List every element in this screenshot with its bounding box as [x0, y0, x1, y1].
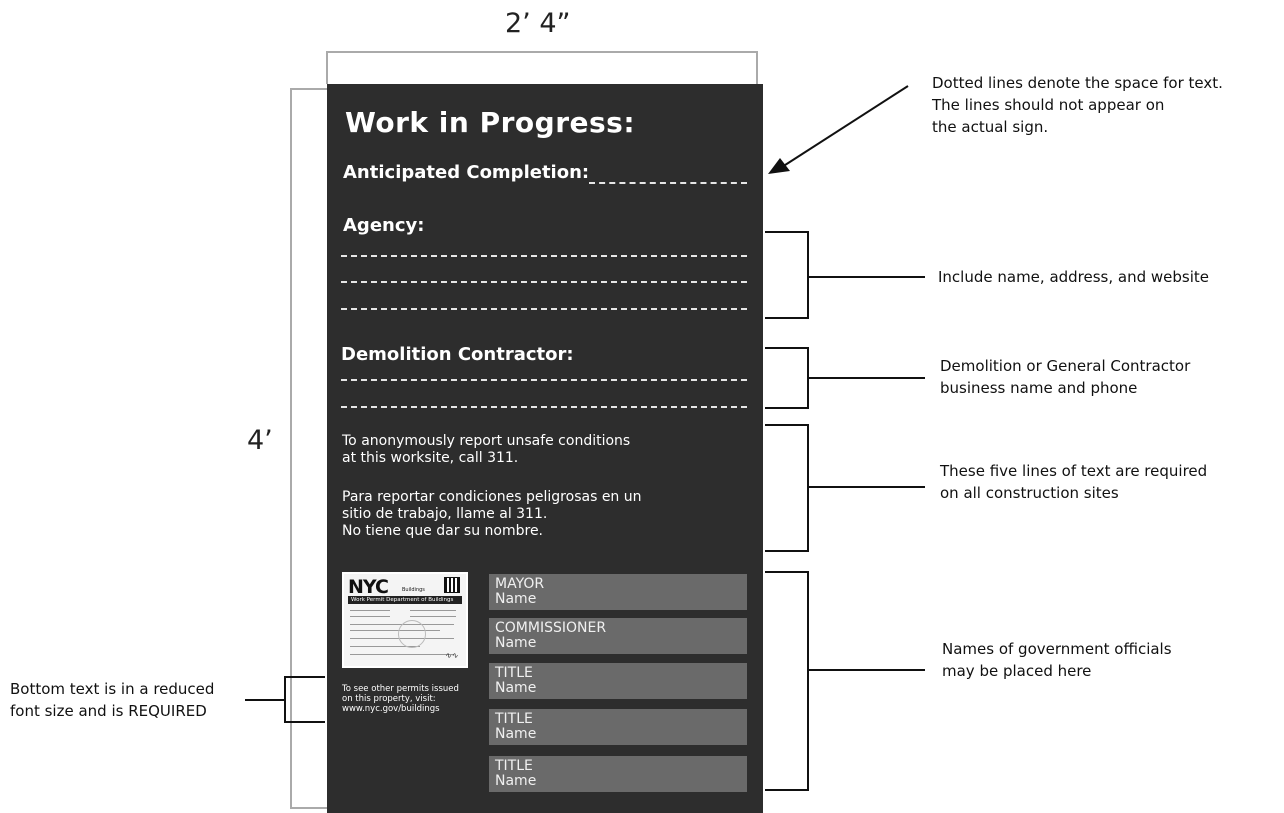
agency-dotted-line: [341, 281, 747, 283]
agency-dotted-line: [341, 255, 747, 257]
height-dimension-bracket: [290, 88, 327, 809]
sign-panel: Work in Progress: Anticipated Completion…: [327, 84, 763, 813]
official-box-title: TITLE Name: [489, 663, 747, 699]
agency-dotted-line: [341, 308, 747, 310]
official-name: Name: [495, 635, 537, 651]
annotation-required-lines: These five lines of text are required on…: [940, 462, 1208, 502]
completion-label: Anticipated Completion:: [343, 162, 590, 183]
annotation-contractor: Demolition or General Contractor busines…: [940, 357, 1191, 397]
report-english-text: To anonymously report unsafe conditions …: [342, 433, 631, 466]
report-spanish-text: Para reportar condiciones peligrosas en …: [342, 489, 642, 539]
work-permit-image: NYC Buildings Work Permit Department of …: [342, 572, 468, 668]
official-box-title: TITLE Name: [489, 709, 747, 745]
annotation-officials: Names of government officials may be pla…: [942, 640, 1172, 680]
official-box-mayor: MAYOR Name: [489, 574, 747, 610]
nyc-logo: NYC: [348, 576, 389, 598]
officials-bracket: [765, 571, 809, 791]
official-role: MAYOR: [495, 576, 545, 592]
annotation-dotted-lines: Dotted lines denote the space for text. …: [932, 74, 1223, 136]
width-dimension-label: 2’ 4”: [505, 8, 571, 39]
official-name: Name: [495, 726, 537, 742]
permit-seal-icon: [398, 620, 426, 648]
agency-bracket: [765, 231, 809, 319]
dotted-lines-arrowhead: [768, 158, 790, 174]
official-role: TITLE: [495, 711, 533, 727]
agency-label: Agency:: [343, 215, 425, 236]
height-dimension-label: 4’: [247, 425, 273, 456]
permit-header-bar: Work Permit Department of Buildings: [348, 596, 462, 604]
official-box-commissioner: COMMISSIONER Name: [489, 618, 747, 654]
permit-text-line: [350, 610, 390, 611]
nyc-logo-subtitle: Buildings: [402, 587, 425, 593]
official-name: Name: [495, 773, 537, 789]
annotation-agency: Include name, address, and website: [938, 268, 1210, 286]
official-role: TITLE: [495, 665, 533, 681]
contractor-bracket: [765, 347, 809, 409]
completion-dotted-line: [589, 182, 747, 184]
permit-text-line: [410, 610, 456, 611]
permit-note-text: To see other permits issued on this prop…: [342, 684, 459, 714]
official-name: Name: [495, 680, 537, 696]
contractor-dotted-line: [341, 406, 747, 408]
sign-title: Work in Progress:: [345, 106, 636, 139]
qr-code-icon: [444, 577, 460, 593]
contractor-dotted-line: [341, 379, 747, 381]
official-role: TITLE: [495, 758, 533, 774]
contractor-label: Demolition Contractor:: [341, 344, 574, 365]
permit-text-line: [350, 616, 390, 617]
permit-signature: ∿∿: [444, 651, 458, 660]
annotation-bottom-text: Bottom text is in a reduced font size an…: [10, 680, 215, 720]
official-box-title: TITLE Name: [489, 756, 747, 792]
dotted-lines-arrow: [781, 85, 909, 168]
width-dimension-bracket: [326, 51, 758, 84]
permit-text-line: [410, 616, 456, 617]
permit-text-line: [350, 654, 454, 655]
required-lines-bracket: [765, 424, 809, 552]
official-role: COMMISSIONER: [495, 620, 607, 636]
official-name: Name: [495, 591, 537, 607]
permit-text-line: [350, 630, 440, 631]
permit-text-line: [350, 646, 420, 647]
